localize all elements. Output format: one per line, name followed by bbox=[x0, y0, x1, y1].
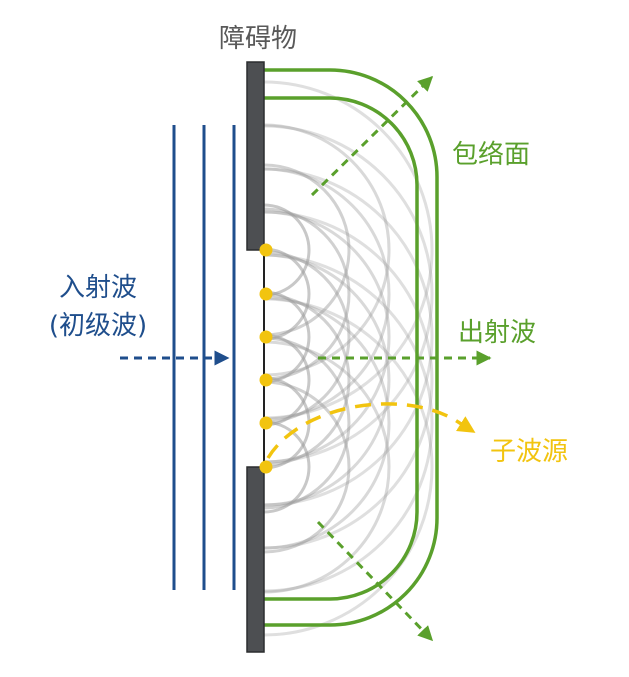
envelope-label: 包络面 bbox=[452, 140, 530, 170]
incident-wave-note: (初级波) bbox=[49, 311, 147, 341]
secondary-source-label: 子波源 bbox=[490, 437, 568, 467]
incident-wave-label: 入射波 bbox=[59, 273, 137, 303]
secondary-source-dot bbox=[260, 461, 273, 474]
secondary-source-dot bbox=[260, 288, 273, 301]
secondary-source-dot bbox=[260, 374, 273, 387]
secondary-sources bbox=[260, 244, 273, 474]
obstacle-upper bbox=[247, 62, 264, 250]
obstacle-label: 障碍物 bbox=[219, 24, 297, 54]
secondary-source-dot bbox=[260, 417, 273, 430]
outgoing-wave-label: 出射波 bbox=[458, 318, 536, 348]
obstacle-lower bbox=[247, 467, 264, 652]
secondary-source-dot bbox=[260, 331, 273, 344]
secondary-source-dot bbox=[260, 244, 273, 257]
